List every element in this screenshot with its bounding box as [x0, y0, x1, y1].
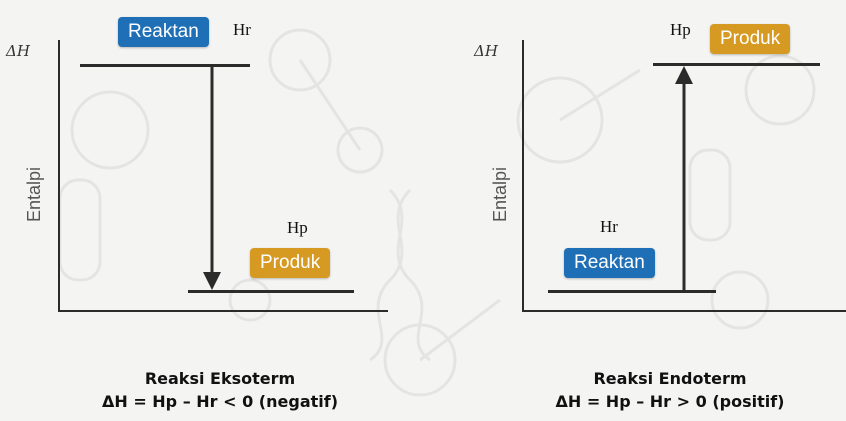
product-enthalpy-label: Hp: [287, 218, 308, 237]
reactant-level-line: [80, 64, 250, 67]
y-axis: [522, 40, 524, 312]
caption-title: Reaksi Endoterm: [593, 369, 747, 388]
reactant-badge: Reaktan: [118, 17, 209, 47]
product-badge: Produk: [710, 24, 791, 54]
delta-h-label: ΔH: [474, 42, 498, 60]
reactant-enthalpy-label: Hr: [233, 20, 251, 39]
caption: Reaksi Eksoterm ΔH = Hp – Hr < 0 (negati…: [40, 368, 400, 414]
delta-h-label: ΔH: [6, 42, 30, 60]
x-axis: [522, 310, 846, 312]
caption-equation: ΔH = Hp – Hr < 0 (negatif): [101, 392, 339, 411]
caption: Reaksi Endoterm ΔH = Hp – Hr > 0 (positi…: [490, 368, 846, 414]
y-axis: [58, 40, 60, 312]
caption-title: Reaksi Eksoterm: [144, 369, 296, 388]
endothermic-diagram: ΔH Entalpi Hp Produk Hr Reaktan Reaksi E…: [460, 0, 846, 421]
caption-equation: ΔH = Hp – Hr > 0 (positif): [555, 392, 785, 411]
reactant-badge: Reaktan: [564, 248, 655, 278]
reactant-level-line: [548, 290, 716, 293]
product-level-line: [188, 290, 354, 293]
down-arrow-icon: [203, 66, 221, 290]
reactant-enthalpy-label: Hr: [600, 217, 618, 236]
x-axis: [58, 310, 388, 312]
exothermic-diagram: ΔH Entalpi Reaktan Hr Hp Produk Reaksi E…: [0, 0, 400, 421]
up-arrow-icon: [675, 66, 693, 290]
product-enthalpy-label: Hp: [670, 20, 691, 39]
product-level-line: [653, 63, 820, 66]
product-badge: Produk: [250, 248, 331, 278]
